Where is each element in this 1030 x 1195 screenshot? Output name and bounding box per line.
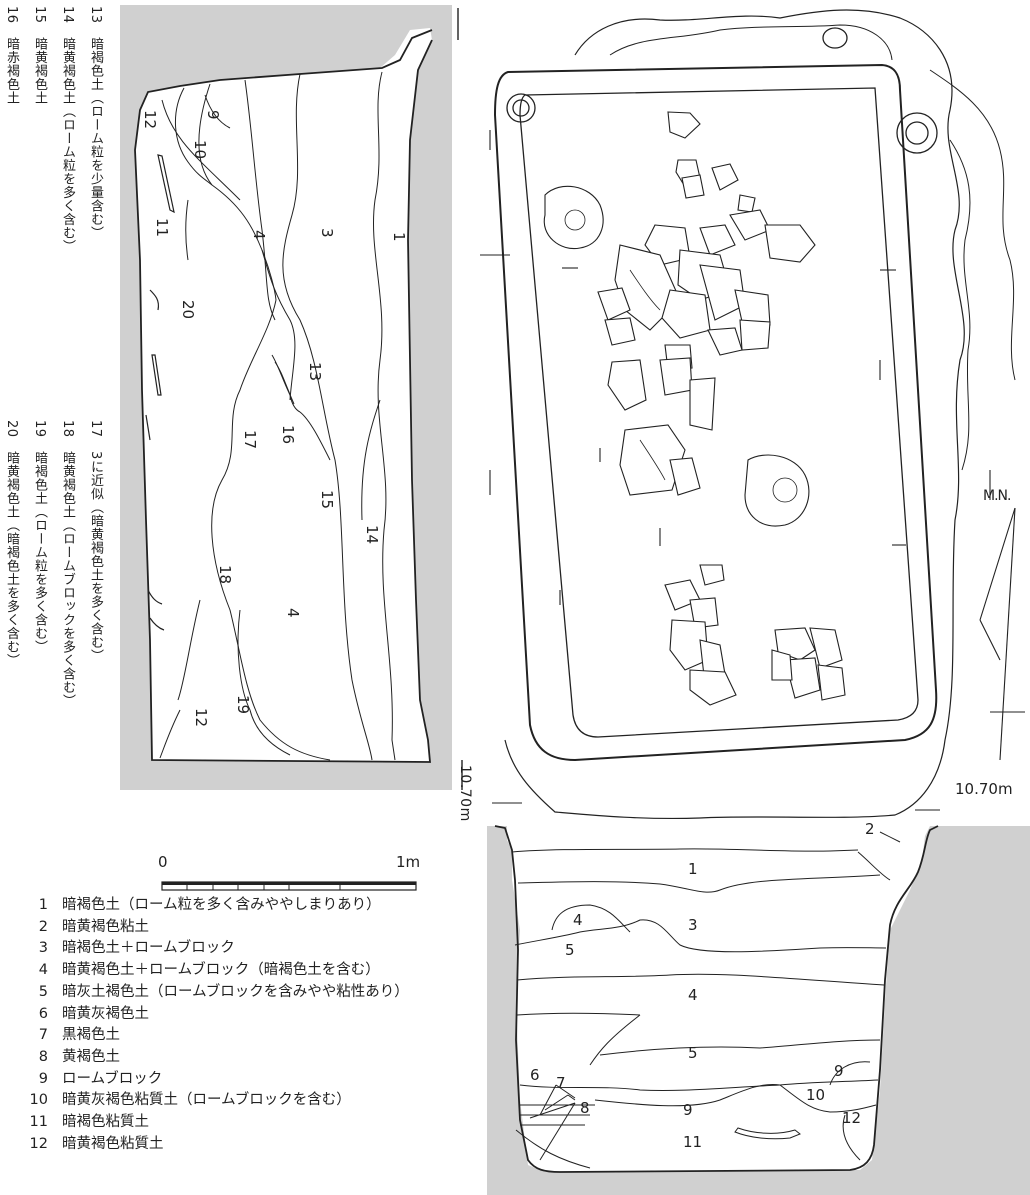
north-label: M.N. xyxy=(983,488,1011,504)
layer-label: 4 xyxy=(250,230,268,240)
layer-label: 16 xyxy=(279,425,297,444)
elevation-label-left: 10.70m xyxy=(457,765,473,822)
layer-label: 2 xyxy=(865,820,875,838)
layer-label: 12 xyxy=(192,708,210,727)
layer-label: 12 xyxy=(842,1109,861,1127)
legend-item: 13 暗褐色土（ローム粒を少量含む） xyxy=(88,6,103,240)
layer-label: 3 xyxy=(688,916,698,934)
north-arrow xyxy=(979,507,1016,761)
left-section-ground xyxy=(120,5,452,790)
layer-label: 13 xyxy=(306,362,324,381)
bottom-section-outline xyxy=(494,825,939,1173)
layer-label: 1 xyxy=(390,232,408,242)
layer-label: 15 xyxy=(318,490,336,509)
plan-pit-floor xyxy=(519,87,919,738)
layer-label: 17 xyxy=(241,430,259,449)
legend-item: 20 暗黄褐色土（暗褐色土を多く含む） xyxy=(4,420,19,668)
layer-label: 5 xyxy=(565,941,575,959)
bottom-section-layer-labels: 1 2 4 3 5 4 5 9 6 7 10 9 8 12 11 xyxy=(530,820,875,1151)
layer-label: 4 xyxy=(284,608,302,618)
layer-label: 8 xyxy=(580,1099,590,1117)
bottom-section-ground xyxy=(487,826,1030,1195)
legend-item: 17 3に近似（暗黄褐色土を多く含む） xyxy=(88,420,103,663)
layer-label: 9 xyxy=(683,1101,693,1119)
plan-outer-edge xyxy=(504,9,965,820)
layer-label: 18 xyxy=(216,565,234,584)
legend-item: 19 暗褐色土（ローム粒を多く含む） xyxy=(32,420,47,654)
layer-label: 4 xyxy=(573,911,583,929)
layer-label: 10 xyxy=(806,1086,825,1104)
layer-label: 11 xyxy=(153,218,171,237)
legend-item: 14 暗黄褐色土（ローム粒を多く含む） xyxy=(60,6,75,254)
layer-label: 11 xyxy=(683,1133,702,1151)
legend-item: 15 暗黄褐色土 xyxy=(32,6,47,105)
layer-label: 14 xyxy=(363,525,381,544)
layer-label: 12 xyxy=(141,110,159,129)
layer-label: 9 xyxy=(204,110,222,120)
layer-label: 20 xyxy=(179,300,197,319)
legend-item: 16 暗赤褐色土 xyxy=(4,6,19,105)
layer-label: 6 xyxy=(530,1066,540,1084)
scale-end-label: 1m xyxy=(396,853,421,871)
scale-start-label: 0 xyxy=(158,853,168,871)
layer-label: 1 xyxy=(688,860,698,878)
layer-label: 4 xyxy=(688,986,698,1004)
layer-label: 3 xyxy=(318,228,336,238)
left-section-layer-labels: 1 3 4 9 10 11 12 20 13 16 17 15 14 18 4 … xyxy=(141,110,408,727)
layer-label: 9 xyxy=(834,1062,844,1080)
layer-label: 19 xyxy=(234,695,252,714)
layer-label: 5 xyxy=(688,1044,698,1062)
legend-item: 18 暗黄褐色土（ロームブロックを多く含む） xyxy=(60,420,75,708)
plan-pit-rim xyxy=(493,63,938,762)
layer-label: 10 xyxy=(191,140,209,159)
elevation-label-right: 10.70m xyxy=(955,780,1013,798)
layer-label: 7 xyxy=(556,1074,566,1092)
